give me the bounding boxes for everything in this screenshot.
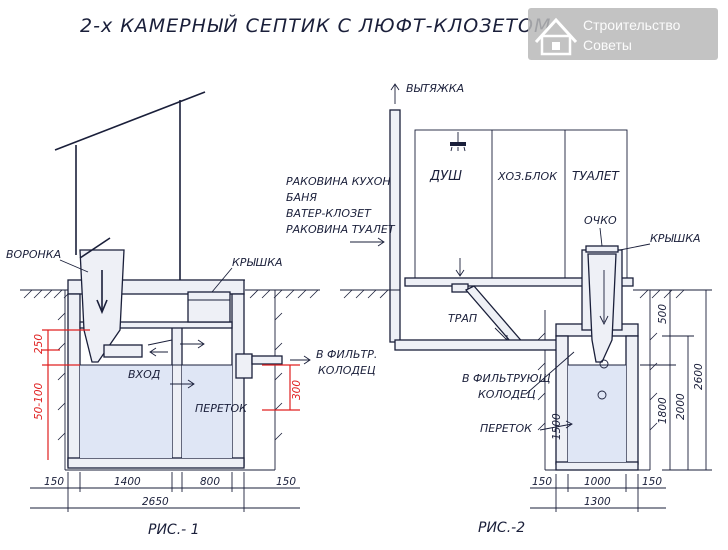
label-hole: ОЧКО (584, 214, 617, 227)
right-dimension-lines (640, 289, 712, 471)
watermark: Строительство Советы (528, 8, 718, 60)
tank-left-wall (67, 293, 81, 467)
tank2-left-wall (555, 335, 569, 465)
dim-300: 300 (291, 380, 303, 400)
label-lid-2: КРЫШКА (650, 232, 701, 245)
label-toilet: ТУАЛЕТ (572, 169, 620, 183)
label-overflow-2: ПЕРЕТОК (480, 422, 533, 435)
dim-1800: 1800 (657, 397, 669, 424)
tank2-right-wall (625, 335, 639, 465)
label-to-filter-2: КОЛОДЕЦ (318, 364, 376, 377)
dim-1400: 1400 (114, 476, 141, 488)
water-chamber-2 (182, 365, 232, 458)
dim-2650: 2650 (142, 496, 169, 508)
dim-2000: 2000 (675, 393, 687, 420)
lid-riser (187, 291, 231, 323)
house-logo-icon (534, 17, 578, 56)
watermark-line1: Строительство (583, 17, 681, 33)
label-exhaust: ВЫТЯЖКА (406, 82, 464, 95)
water-chamber-1 (80, 365, 172, 458)
label-overflow: ПЕРЕТОК (195, 402, 248, 415)
label-inlet: ВХОД (128, 368, 161, 381)
red-dimensions (42, 329, 300, 460)
watermark-line2: Советы (583, 37, 632, 53)
dim-1000: 1000 (584, 476, 611, 488)
dim-500: 500 (657, 304, 669, 324)
source-item: БАНЯ (286, 191, 317, 204)
dim-1300: 1300 (584, 496, 611, 508)
figure-1: ВОРОНКА КРЫШКА ВХОД ПЕРЕТОК В ФИЛЬТР. КО… (6, 91, 377, 538)
source-item: РАКОВИНА ТУАЛЕТ (286, 223, 396, 236)
ground-hatch-left (20, 289, 320, 471)
label-to-filter-1: В ФИЛЬТРУЮЩ (462, 372, 551, 385)
label-trap: ТРАП (448, 312, 477, 325)
figure-2: ВЫТЯЖКА ДУШ ХОЗ.БЛОК ТУАЛЕТ РАКОВИНА КУХ… (286, 82, 712, 536)
collector-pipe (394, 339, 566, 351)
dim-50-100: 50-100 (33, 382, 45, 420)
dim-2600: 2600 (693, 363, 705, 390)
outlet-tee (235, 353, 253, 379)
dim-150-right-2: 150 (642, 476, 662, 488)
source-item: ВАТЕР-КЛОЗЕТ (286, 207, 372, 220)
bottom-dimension-lines-2 (530, 474, 666, 512)
tank2-bottom (555, 461, 639, 471)
funnel (79, 237, 125, 363)
dim-150-right: 150 (276, 476, 296, 488)
label-funnel: ВОРОНКА (6, 248, 61, 261)
source-item: РАКОВИНА КУХОН (286, 175, 391, 188)
inlet-pipe (103, 344, 143, 358)
bottom-dimension-lines (30, 472, 300, 512)
building-floor (404, 277, 634, 287)
dim-150-left-2: 150 (532, 476, 552, 488)
diagram-title: 2-х КАМЕРНЫЙ СЕПТИК С ЛЮФТ-КЛОЗЕТОМ (80, 14, 551, 37)
label-to-filter-2: КОЛОДЕЦ (478, 388, 536, 401)
figure-1-caption: РИС.- 1 (148, 522, 200, 538)
trap (451, 283, 469, 293)
label-to-filter-1: В ФИЛЬТР. (316, 348, 377, 361)
lid-2 (585, 245, 619, 253)
tank-right-wall (231, 293, 245, 467)
tank2-water (568, 365, 626, 462)
label-lid: КРЫШКА (232, 256, 283, 269)
figure-2-caption: РИС.-2 (478, 520, 525, 536)
tank-roof (79, 321, 233, 329)
label-shower: ДУШ (429, 169, 462, 184)
tank-bottom (67, 457, 245, 469)
outlet-pipe (251, 355, 283, 365)
dim-800: 800 (200, 476, 220, 488)
shower-head-icon (450, 132, 466, 152)
tank-partition (171, 324, 183, 467)
dim-250: 250 (33, 334, 45, 354)
dim-150-left: 150 (44, 476, 64, 488)
label-utility: ХОЗ.БЛОК (497, 170, 558, 183)
dim-1500: 1500 (551, 413, 563, 440)
funnel-2 (587, 253, 617, 363)
